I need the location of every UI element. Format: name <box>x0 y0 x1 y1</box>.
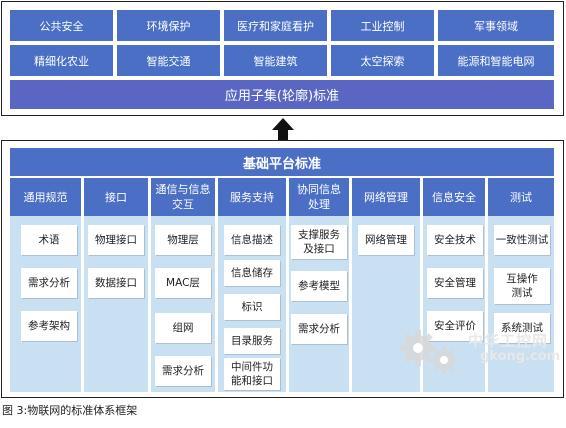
app-cell-industrial-control: 工业控制 <box>331 10 434 41</box>
platform-title: 基础平台标准 <box>10 148 554 176</box>
app-cell-military: 军事领域 <box>438 10 554 41</box>
app-cell-environment: 环境保护 <box>117 10 220 41</box>
item-interoperability-test: 互操作测试 <box>494 268 550 304</box>
item-system-test: 系统测试 <box>494 313 550 343</box>
item-network-management: 网络管理 <box>358 225 414 255</box>
item-requirement-analysis: 需求分析 <box>21 268 77 298</box>
column-head-interface: 接口 <box>84 178 148 216</box>
item-data-interface: 数据接口 <box>88 268 144 298</box>
item-middleware: 中间件功能和接口 <box>224 358 280 390</box>
item-directory-service: 目录服务 <box>224 328 280 354</box>
item-networking: 组网 <box>155 313 211 343</box>
gear-icon <box>400 330 458 374</box>
item-security-evaluation: 安全评价 <box>427 311 483 341</box>
application-subset-banner: 应用子集(轮廓)标准 <box>10 80 554 109</box>
item-identification: 标识 <box>224 294 280 320</box>
item-physical-interface: 物理接口 <box>88 225 144 255</box>
column-head-general: 通用规范 <box>10 178 81 216</box>
item-reference-model: 参考模型 <box>291 271 347 301</box>
app-cell-traffic: 智能交通 <box>117 45 220 76</box>
column-head-testing: 测试 <box>488 178 554 216</box>
figure-caption: 图 3:物联网的标准体系框架 <box>2 404 138 417</box>
app-cell-public-security: 公共安全 <box>10 10 113 41</box>
item-support-service-interface: 支撑服务及接口 <box>291 225 347 259</box>
item-reference-architecture: 参考架构 <box>21 311 77 341</box>
app-cell-building: 智能建筑 <box>224 45 327 76</box>
item-info-description: 信息描述 <box>224 225 280 255</box>
app-cell-space: 太空探索 <box>331 45 434 76</box>
item-conformance-test: 一致性测试 <box>494 225 550 255</box>
column-head-service: 服务支持 <box>218 178 286 216</box>
item-security-technology: 安全技术 <box>427 225 483 255</box>
up-arrow-stem <box>278 129 288 140</box>
column-head-network: 网络管理 <box>352 178 420 216</box>
item-physical-layer: 物理层 <box>155 225 211 255</box>
up-arrow-head <box>272 118 294 130</box>
item-mac-layer: MAC层 <box>155 268 211 298</box>
column-head-collaborative: 协同信息处理 <box>289 178 349 216</box>
column-head-security: 信息安全 <box>423 178 485 216</box>
item-security-management: 安全管理 <box>427 268 483 298</box>
item-requirement-analysis-comm: 需求分析 <box>155 356 211 386</box>
item-requirement-analysis-collab: 需求分析 <box>291 314 347 344</box>
watermark-url: gkong.com <box>480 349 561 364</box>
app-cell-agriculture: 精细化农业 <box>10 45 113 76</box>
column-head-communication: 通信与信息交互 <box>151 178 215 216</box>
app-cell-energy-grid: 能源和智能电网 <box>438 45 554 76</box>
item-info-storage: 信息储存 <box>224 260 280 286</box>
item-terminology: 术语 <box>21 225 77 255</box>
app-cell-healthcare: 医疗和家庭看护 <box>224 10 327 41</box>
watermark-site-name: 中华工控网 <box>468 332 549 350</box>
